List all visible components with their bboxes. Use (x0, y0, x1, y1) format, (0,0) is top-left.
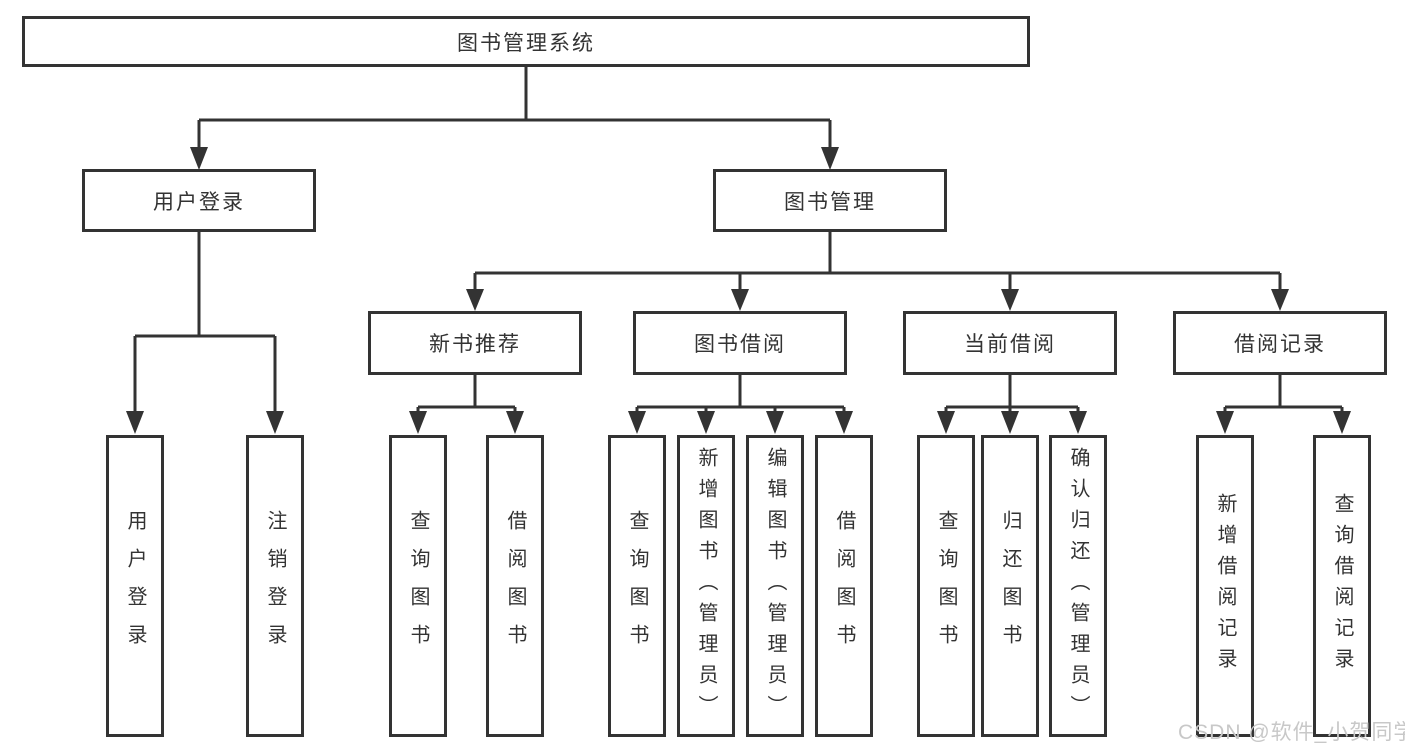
leaf-borrow-books-newbook: 借阅图书 (486, 435, 544, 737)
node-borrowing-records: 借阅记录 (1173, 311, 1387, 375)
leaf-add-books-admin: 新增图书（管理员） (677, 435, 735, 737)
leaf-label: 查询借阅记录 (1331, 493, 1353, 679)
leaf-query-books-borrow: 查询图书 (608, 435, 666, 737)
leaf-label: 借阅图书 (833, 510, 855, 662)
leaf-label: 注销登录 (264, 510, 286, 662)
node-label: 用户登录 (153, 190, 245, 214)
node-user-login: 用户登录 (82, 169, 316, 232)
leaf-borrow-books: 借阅图书 (815, 435, 873, 737)
leaf-add-borrow-record: 新增借阅记录 (1196, 435, 1254, 737)
leaf-label: 查询图书 (626, 510, 648, 662)
node-book-management: 图书管理 (713, 169, 947, 232)
node-book-borrowing: 图书借阅 (633, 311, 847, 375)
leaf-confirm-return-admin: 确认归还（管理员） (1049, 435, 1107, 737)
node-label: 新书推荐 (429, 333, 521, 356)
leaf-query-books-current: 查询图书 (917, 435, 975, 737)
leaf-label: 查询图书 (935, 510, 957, 662)
node-new-book-recommendation: 新书推荐 (368, 311, 582, 375)
leaf-label: 查询图书 (407, 510, 429, 662)
node-library-management-system: 图书管理系统 (22, 16, 1030, 67)
leaf-label: 借阅图书 (504, 510, 526, 662)
leaf-label: 用户登录 (124, 510, 146, 662)
leaf-query-books-newbook: 查询图书 (389, 435, 447, 737)
csdn-watermark: CSDN @软件_小贺同学 (1178, 721, 1405, 744)
node-label: 图书管理系统 (457, 31, 595, 55)
node-label: 图书管理 (784, 190, 876, 214)
leaf-logout: 注销登录 (246, 435, 304, 737)
leaf-label: 编辑图书（管理员） (764, 446, 786, 726)
leaf-query-borrow-record: 查询借阅记录 (1313, 435, 1371, 737)
node-label: 图书借阅 (694, 333, 786, 356)
leaf-label: 确认归还（管理员） (1067, 446, 1089, 726)
leaf-user-login: 用户登录 (106, 435, 164, 737)
node-current-borrowing: 当前借阅 (903, 311, 1117, 375)
leaf-label: 新增借阅记录 (1214, 493, 1236, 679)
leaf-label: 新增图书（管理员） (695, 446, 717, 726)
leaf-label: 归还图书 (999, 510, 1021, 662)
node-label: 当前借阅 (964, 333, 1056, 356)
leaf-edit-books-admin: 编辑图书（管理员） (746, 435, 804, 737)
node-label: 借阅记录 (1234, 333, 1326, 356)
leaf-return-books: 归还图书 (981, 435, 1039, 737)
